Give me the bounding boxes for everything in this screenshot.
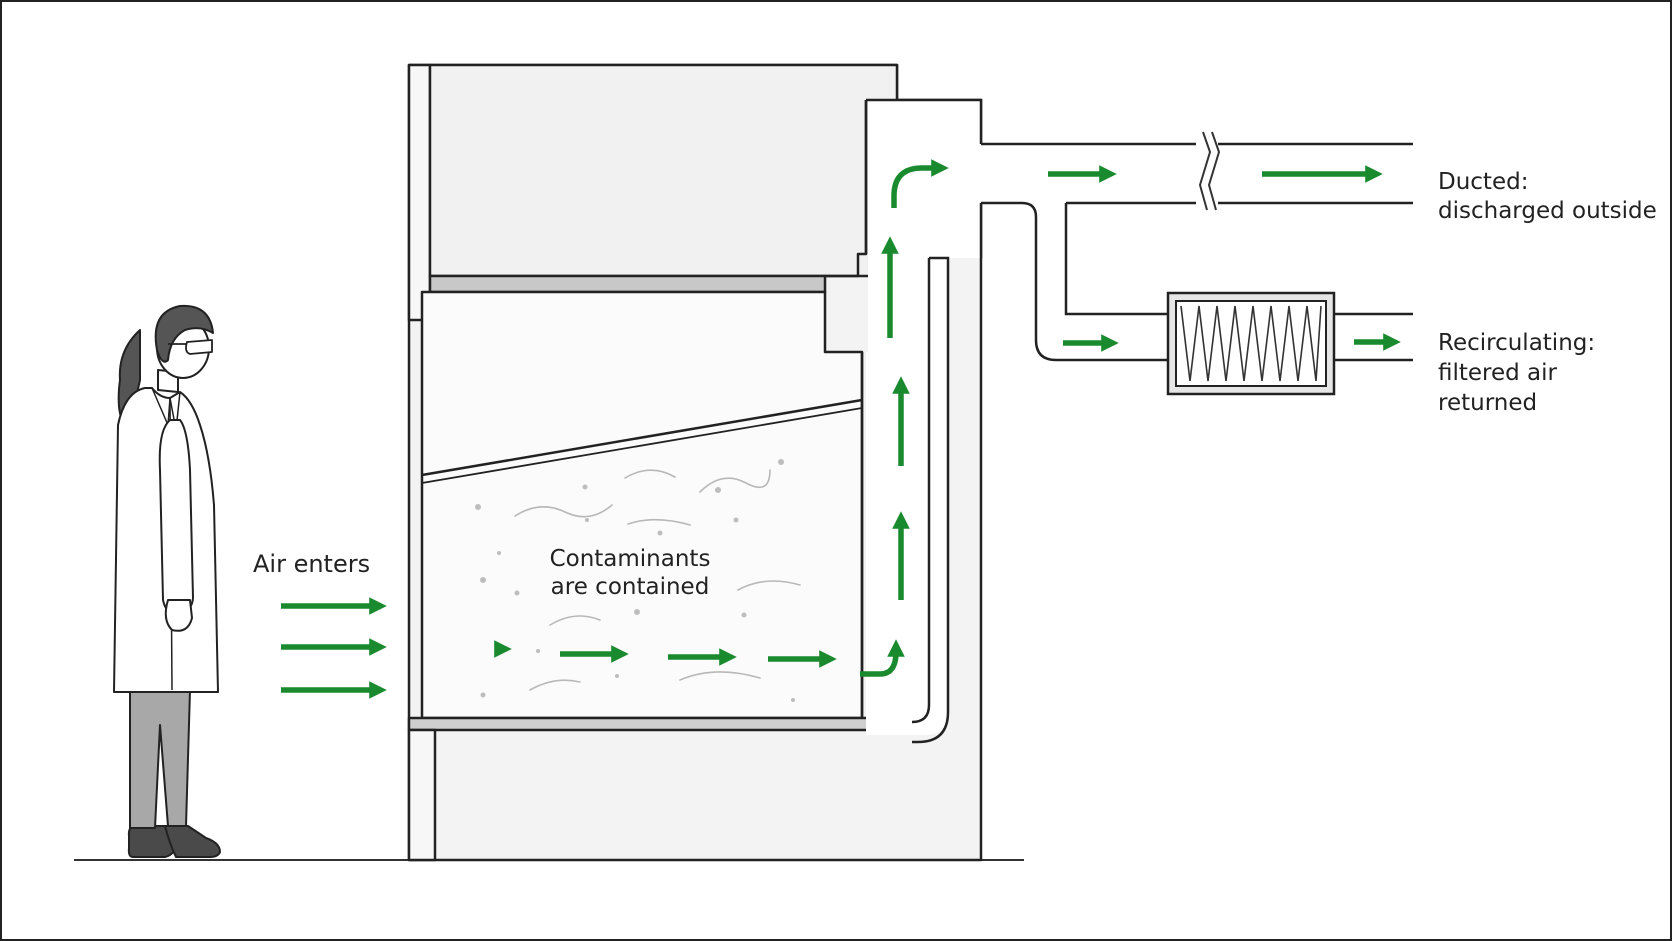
exhaust-plenum bbox=[860, 98, 983, 744]
contaminants-label-line1: Contaminants bbox=[550, 546, 711, 572]
contaminant-wisps bbox=[514, 469, 801, 691]
ducted-label-line1: Ducted: bbox=[1438, 169, 1528, 195]
lab-worker-icon bbox=[113, 304, 221, 858]
recirculating-label-line3: returned bbox=[1438, 390, 1537, 416]
recirculating-label-line1: Recirculating: bbox=[1438, 330, 1595, 356]
recirculating-label-line2: filtered air bbox=[1438, 360, 1558, 386]
air-enters-label: Air enters bbox=[253, 550, 370, 578]
airflow-arrows bbox=[281, 159, 1401, 699]
hepa-filter-icon bbox=[1166, 291, 1336, 396]
contaminants-label-line2: are contained bbox=[551, 574, 710, 600]
duct-break-icon bbox=[1196, 131, 1221, 214]
fume-hood-cabinet bbox=[407, 63, 983, 862]
contaminant-particles bbox=[475, 459, 795, 702]
airflow-arrow-turn-up bbox=[860, 639, 905, 677]
ducted-label-line2: discharged outside bbox=[1438, 198, 1657, 224]
airflow-arrow-turn-right bbox=[891, 159, 949, 208]
exhaust-airway bbox=[866, 100, 1414, 735]
